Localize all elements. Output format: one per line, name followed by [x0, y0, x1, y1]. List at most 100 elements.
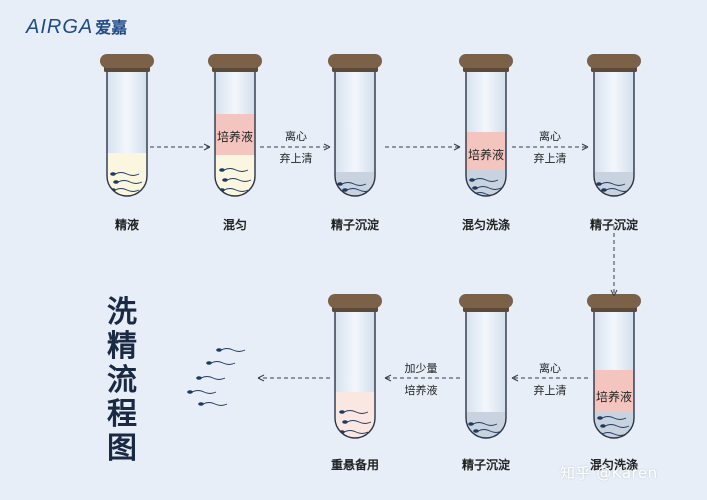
sperm-tail: [600, 182, 626, 186]
sperm-head: [473, 429, 479, 433]
test-tube: [100, 54, 154, 197]
title-char: 精: [107, 329, 137, 364]
watermark: 知乎 @Karen: [560, 464, 658, 482]
sperm-tail: [220, 348, 246, 352]
tube-cap: [587, 54, 641, 68]
medium-band-label: 培养液: [467, 148, 505, 162]
tube-cap: [100, 54, 154, 68]
sperm-tail: [191, 390, 217, 394]
medium-layer: [466, 132, 506, 170]
medium-layer: [215, 114, 255, 155]
sperm-tail: [477, 429, 503, 433]
sperm-head: [187, 390, 193, 394]
sperm-head: [337, 182, 343, 186]
tube-label-pellet-3: 精子沉淀: [461, 458, 511, 472]
semen-layer: [107, 153, 147, 196]
logo-latin-text: AIRGA: [26, 16, 94, 38]
sperm-head: [469, 178, 475, 182]
sperm-tail: [210, 361, 236, 365]
test-tube: [328, 54, 382, 197]
arrow-label-add-medium: 加少量 培养液: [405, 358, 438, 402]
arrow-label-line1: 离心: [539, 130, 561, 143]
sperm-tail: [343, 410, 369, 414]
test-tube: [459, 54, 513, 197]
sperm-tail: [117, 180, 143, 184]
sperm-tail: [341, 182, 367, 186]
arrow-label-line2: 弃上清: [279, 152, 313, 165]
arrow-label-centrifuge-1: 离心 弃上清: [280, 126, 313, 170]
tube-outline: [106, 69, 148, 197]
tube-glass: [594, 70, 634, 196]
tube-contents: [594, 370, 634, 438]
tube-label-semen: 精液: [114, 218, 140, 232]
tube-contents: [107, 153, 147, 196]
tube-label-pellet-1: 精子沉淀: [330, 218, 380, 232]
sperm-head: [468, 422, 474, 426]
tube-cap: [587, 294, 641, 308]
medium-layer: [594, 370, 634, 412]
title-char: 流: [107, 363, 137, 398]
arrow-head: [257, 374, 265, 382]
title-char: 图: [107, 431, 137, 466]
arrow-label-centrifuge-3: 离心 弃上清: [534, 358, 567, 402]
tube-label-resuspend: 重悬备用: [330, 458, 380, 472]
sperm-tail: [223, 188, 249, 192]
arrow-head: [203, 143, 211, 151]
sperm-head: [113, 180, 119, 184]
test-tube: [587, 294, 641, 439]
sperm-head: [222, 178, 228, 182]
test-tube: [208, 54, 262, 197]
tube-cap: [328, 54, 382, 68]
sperm-head: [342, 420, 348, 424]
arrow-head: [511, 374, 519, 382]
sperm-tail: [223, 168, 249, 172]
sperm-tail: [343, 430, 369, 434]
tube-contents: [466, 132, 506, 196]
dashed-arrow: [260, 143, 331, 151]
sperm-head: [216, 348, 222, 352]
resuspended-layer: [335, 392, 375, 438]
sperm-head: [196, 376, 202, 380]
test-tube: [587, 54, 641, 197]
arrow-head: [610, 289, 618, 297]
sperm-head: [600, 424, 606, 428]
arrow-head: [384, 374, 392, 382]
title-char: 洗: [107, 295, 137, 330]
arrow-label-line2: 培养液: [404, 384, 438, 397]
diagram-title: 洗 精 流 程 图: [104, 296, 140, 466]
sperm-tail: [472, 422, 498, 426]
sperm-tail: [114, 188, 140, 192]
tube-glass: [466, 310, 506, 438]
sperm-head: [342, 188, 348, 192]
sperm-head: [601, 188, 607, 192]
tube-outline: [214, 69, 256, 197]
title-char: 程: [107, 397, 137, 432]
sperm-head: [339, 410, 345, 414]
arrow-label-line2: 弃上清: [533, 152, 567, 165]
sperm-tail: [226, 178, 252, 182]
sperm-head: [110, 172, 116, 176]
sperm-tail: [601, 432, 627, 436]
sperm-tail: [601, 416, 627, 420]
sperm-tail: [473, 178, 499, 182]
dashed-arrow: [610, 226, 618, 297]
tube-outline: [465, 69, 507, 197]
tube-cap: [459, 54, 513, 68]
sperm-head: [596, 182, 602, 186]
sperm-head: [597, 416, 603, 420]
free-sperm-group: [187, 348, 246, 406]
dashed-arrow: [511, 374, 588, 382]
tube-contents: [335, 392, 375, 438]
dashed-arrow: [385, 143, 461, 151]
tube-outline: [334, 69, 376, 197]
tube-cap: [459, 294, 513, 308]
sperm-head: [472, 186, 478, 190]
tube-label-pellet-2: 精子沉淀: [589, 218, 639, 232]
tube-outline: [334, 309, 376, 439]
arrow-label-line1: 加少量: [404, 362, 438, 375]
sperm-tail: [114, 172, 140, 176]
arrow-head: [581, 143, 589, 151]
sperm-tail: [604, 424, 630, 428]
